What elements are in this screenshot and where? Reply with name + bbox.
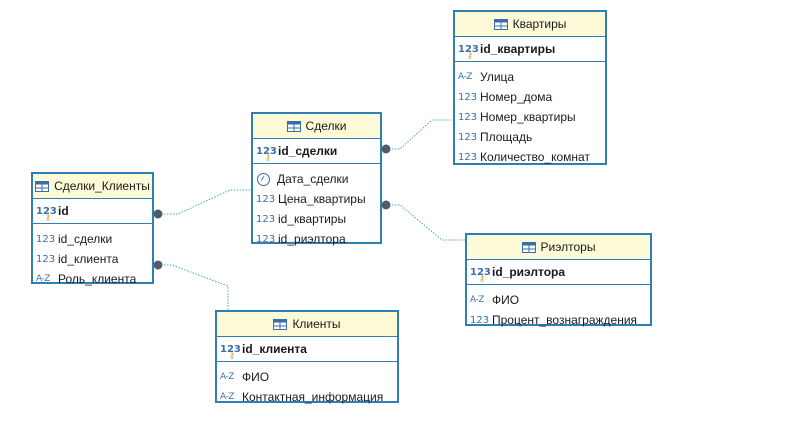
entity-title: Клиенты: [292, 317, 341, 331]
connector-endpoint: [153, 260, 163, 270]
connector-sdelki-klienty-sdelki: [158, 189, 252, 215]
pk-label: id_риэлтора: [492, 265, 566, 279]
number-key-icon: 123⚷: [458, 43, 479, 60]
pk-column[interactable]: 123⚷ id_сделки: [253, 139, 380, 164]
text-type-icon: A-Z: [220, 372, 234, 382]
column-label: Количество_комнат: [480, 150, 590, 164]
table-icon: [286, 120, 301, 132]
column-label: id_клиента: [58, 252, 119, 266]
text-type-icon: A-Z: [470, 295, 484, 305]
number-type-icon: 123: [458, 91, 478, 103]
connector-endpoint: [381, 144, 391, 154]
pk-label: id_сделки: [278, 144, 338, 158]
number-key-icon: 123⚷: [36, 205, 57, 222]
column-label: Процент_вознаграждения: [492, 313, 638, 327]
table-icon: [493, 18, 508, 30]
column-label: id_риэлтора: [278, 232, 346, 246]
number-type-icon: 123: [36, 253, 56, 265]
pk-column[interactable]: 123⚷ id_риэлтора: [467, 260, 650, 285]
connector-sdelki-klienty-klienty: [158, 264, 229, 310]
entity-title: Риэлторы: [540, 240, 596, 254]
column-label: Контактная_информация: [242, 390, 384, 404]
column-label: Номер_квартиры: [480, 110, 576, 124]
entity-header: Риэлторы: [467, 235, 650, 260]
text-type-icon: A-Z: [220, 392, 234, 402]
connector-endpoint: [381, 200, 391, 210]
number-type-icon: 123: [458, 111, 478, 123]
column-label: Дата_сделки: [277, 172, 349, 186]
connector-sdelki-kvartiry: [386, 119, 453, 150]
clock-icon: [257, 172, 270, 186]
pk-column[interactable]: 123⚷ id_квартиры: [455, 37, 605, 62]
column-row[interactable]: Дата_сделки: [253, 169, 380, 189]
number-key-icon: 123⚷: [256, 145, 277, 162]
column-label: Номер_дома: [480, 90, 553, 104]
column-row[interactable]: A-Z ФИО: [467, 290, 650, 310]
number-key-icon: 123⚷: [470, 266, 491, 283]
column-label: Цена_квартиры: [278, 192, 366, 206]
text-type-icon: A-Z: [458, 72, 472, 82]
number-type-icon: 123: [470, 314, 490, 326]
number-type-icon: 123: [36, 233, 56, 245]
column-label: id_квартиры: [278, 212, 347, 226]
connector-sdelki-rieltory: [386, 204, 466, 241]
column-label: ФИО: [242, 370, 270, 384]
pk-column[interactable]: 123⚷ id: [33, 199, 152, 224]
entity-header: Клиенты: [217, 312, 397, 337]
number-type-icon: 123: [458, 131, 478, 143]
column-label: Роль_клиента: [58, 272, 137, 286]
column-label: Площадь: [480, 130, 533, 144]
pk-column[interactable]: 123⚷ id_клиента: [217, 337, 397, 362]
text-type-icon: A-Z: [36, 274, 50, 284]
number-key-icon: 123⚷: [220, 343, 241, 360]
column-label: id_сделки: [58, 232, 113, 246]
entity-header: Сделки: [253, 114, 380, 139]
column-row[interactable]: A-Z Контактная_информация: [217, 387, 397, 407]
number-type-icon: 123: [256, 193, 276, 205]
column-label: Улица: [480, 70, 515, 84]
entity-header: Квартиры: [455, 12, 605, 37]
table-icon: [273, 318, 288, 330]
number-type-icon: 123: [458, 151, 478, 163]
entity-title: Квартиры: [512, 17, 567, 31]
entity-title: Сделки_Клиенты: [54, 179, 150, 193]
column-row[interactable]: A-Z Роль_клиента: [33, 269, 152, 289]
connector-endpoint: [153, 209, 163, 219]
column-row[interactable]: A-Z Улица: [455, 67, 605, 87]
pk-label: id_квартиры: [480, 42, 556, 56]
number-type-icon: 123: [256, 233, 276, 245]
entity-title: Сделки: [305, 119, 347, 133]
number-type-icon: 123: [256, 213, 276, 225]
column-label: ФИО: [492, 293, 520, 307]
entity-header: Сделки_Клиенты: [33, 174, 152, 199]
pk-label: id: [58, 204, 69, 218]
pk-label: id_клиента: [242, 342, 307, 356]
table-icon: [35, 180, 50, 192]
column-row[interactable]: A-Z ФИО: [217, 367, 397, 387]
entity-klienty[interactable]: Клиенты 123⚷ id_клиента A-Z ФИО A-Z Контак…: [215, 310, 399, 404]
table-icon: [521, 241, 536, 253]
